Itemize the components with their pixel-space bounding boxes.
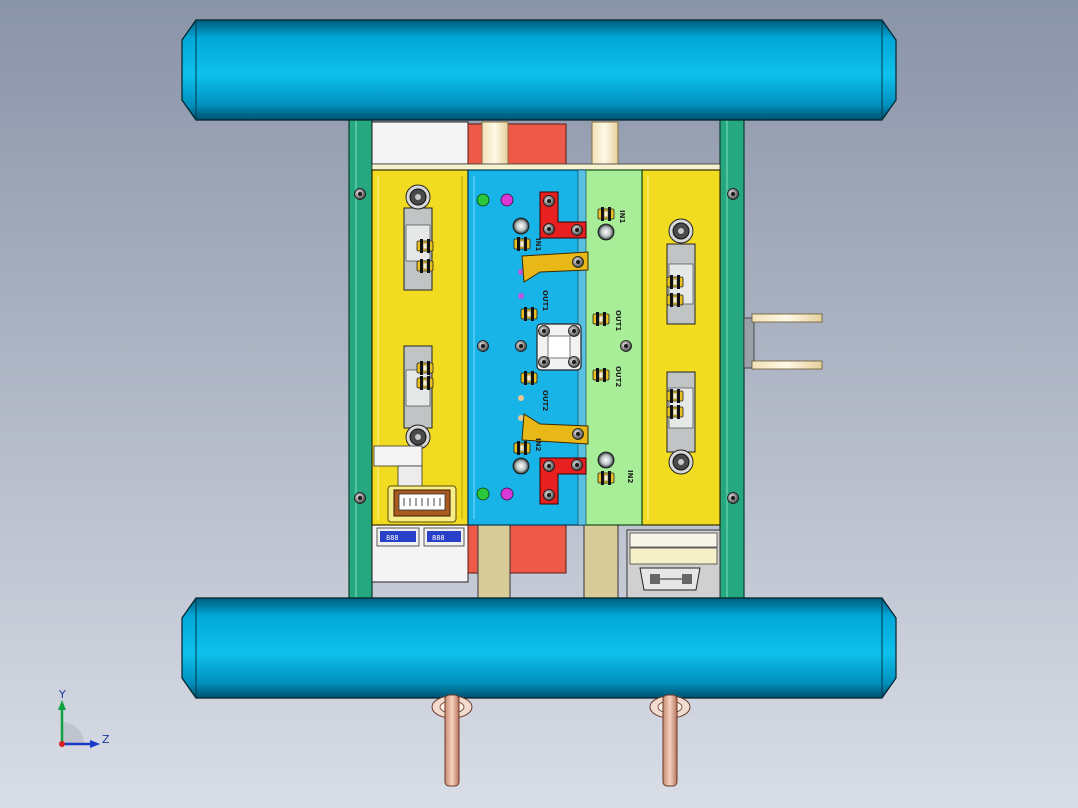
label-in1-left: IN1 (534, 238, 542, 251)
triad-arc (62, 722, 84, 744)
label-out2: OUT2 (614, 366, 622, 387)
bottom-rod-right (649, 694, 691, 787)
axis-triad[interactable]: Y Z (58, 688, 110, 748)
red-clamp-bottom (539, 457, 587, 505)
top-cylinder (181, 19, 897, 121)
x-axis-dot (59, 741, 65, 747)
top-connector-right (591, 121, 619, 171)
right-lifter-top (666, 218, 696, 325)
z-axis-arrowhead (90, 740, 100, 748)
z-axis-label: Z (102, 733, 110, 746)
mold-assembly: 888 888 (348, 117, 823, 603)
label-in2: IN2 (626, 470, 634, 483)
label-in1: IN1 (618, 210, 626, 223)
label-in2-left: IN2 (534, 438, 542, 451)
side-pins (743, 313, 823, 370)
left-lifter-top (403, 184, 434, 291)
bottom-rod-left (431, 694, 473, 787)
bottom-post-left (477, 524, 511, 601)
center-plate (536, 323, 582, 371)
label-out1-left: OUT1 (541, 290, 549, 311)
sticker-left: 888 (386, 534, 399, 542)
knurled-knobs (477, 217, 632, 475)
bottom-post-right (583, 524, 619, 601)
left-lifter-bottom (403, 345, 434, 450)
y-axis-label: Y (58, 688, 66, 701)
right-lifter-bottom (666, 371, 696, 475)
label-out1: OUT1 (614, 310, 622, 331)
bottom-cylinder (181, 597, 897, 699)
slider-bottom (521, 413, 589, 445)
bottom-latch (639, 567, 701, 591)
label-out2-left: OUT2 (541, 390, 549, 411)
slider-top (521, 251, 589, 283)
sticker-right: 888 (432, 534, 445, 542)
cavity-markers (476, 193, 524, 501)
bottom-left-modules: 888 888 (376, 527, 465, 547)
red-clamp-top (539, 191, 587, 239)
top-left-plate (371, 121, 469, 165)
left-switch-block (373, 445, 457, 523)
top-connector-left (481, 121, 509, 171)
y-axis-arrowhead (58, 700, 66, 710)
